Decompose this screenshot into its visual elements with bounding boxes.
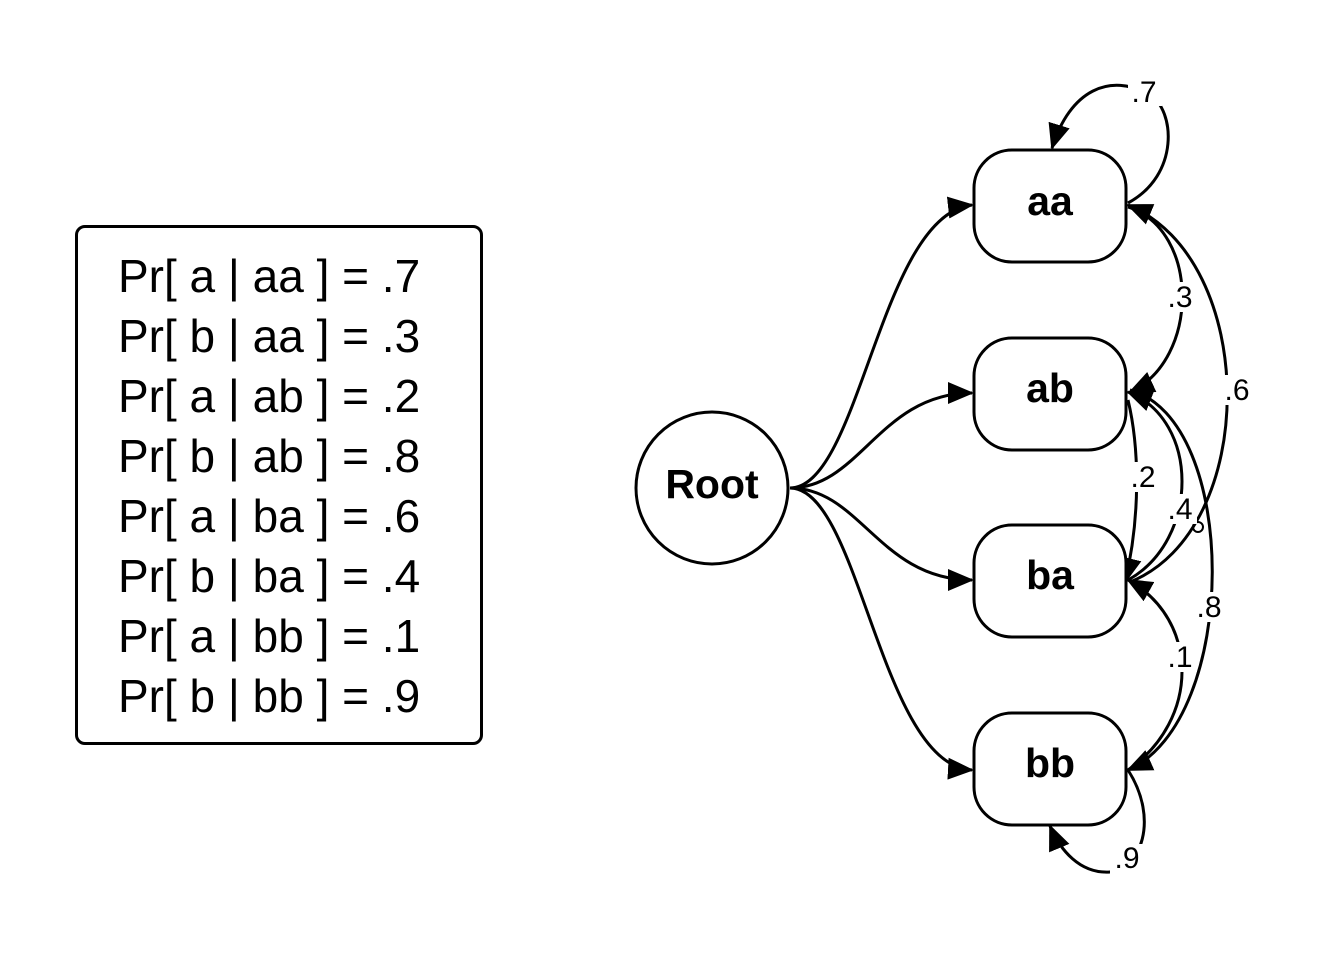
- prob-a-given-ab: Pr[ a | ab ] = .2: [118, 370, 421, 422]
- edge-label-ba-ab: .4: [1167, 493, 1192, 526]
- prob-b-given-ab: Pr[ b | ab ] = .8: [118, 430, 421, 482]
- prob-a-given-bb: Pr[ a | bb ] = .1: [118, 610, 421, 662]
- edge-label-aa-ab: .3: [1167, 281, 1192, 314]
- node-ba-label: ba: [1026, 552, 1075, 598]
- edge-label-bb-self: .9: [1114, 842, 1139, 875]
- node-root: Root: [634, 410, 790, 566]
- edge-bb-ba: [1126, 578, 1184, 772]
- edge-ab-bb: [1126, 388, 1214, 772]
- probability-table: Pr[ a | aa ] = .7 Pr[ b | aa ] = .3 Pr[ …: [75, 225, 483, 745]
- prob-b-given-bb: Pr[ b | bb ] = .9: [118, 670, 421, 722]
- edge-label-ab-ba: .2: [1130, 461, 1155, 494]
- node-aa-label: aa: [1027, 178, 1074, 224]
- edge-label-bb-ba: .1: [1167, 641, 1192, 674]
- edge-ba-ab: [1126, 390, 1184, 582]
- prob-b-given-aa: Pr[ b | aa ] = .3: [118, 310, 421, 362]
- edge-junction-marker: [1192, 521, 1204, 533]
- edge-root-ba: [789, 486, 974, 591]
- edge-root-bb: [789, 486, 974, 780]
- edge-root-aa: [789, 196, 974, 490]
- prob-a-given-ba: Pr[ a | ba ] = .6: [118, 490, 421, 542]
- node-ab-label: ab: [1026, 365, 1074, 411]
- edge-root-ab: [789, 382, 974, 490]
- prob-a-given-aa: Pr[ a | aa ] = .7: [118, 250, 421, 302]
- node-ab: ab: [972, 336, 1128, 452]
- edge-label-ba-aa: .6: [1224, 374, 1249, 407]
- node-ba: ba: [972, 523, 1128, 639]
- node-aa: aa: [972, 148, 1128, 264]
- edge-label-aa-self: .7: [1131, 76, 1156, 109]
- edge-label-ab-bb: .8: [1196, 591, 1221, 624]
- probability-list: Pr[ a | aa ] = .7 Pr[ b | aa ] = .3 Pr[ …: [118, 246, 420, 726]
- node-bb: bb: [972, 711, 1128, 827]
- prob-b-given-ba: Pr[ b | ba ] = .4: [118, 550, 421, 602]
- node-root-label: Root: [665, 461, 759, 507]
- node-bb-label: bb: [1025, 740, 1075, 786]
